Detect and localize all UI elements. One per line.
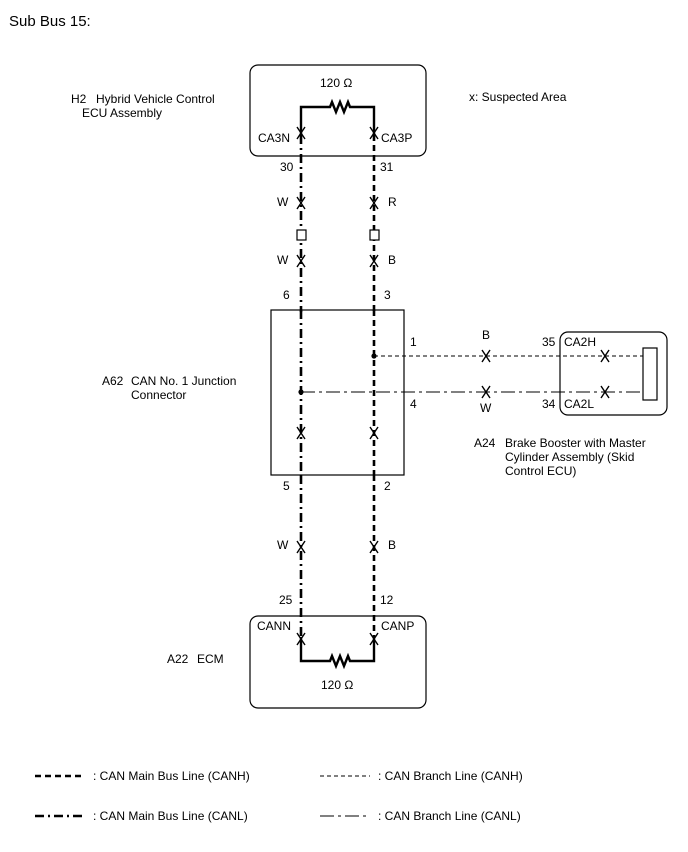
wire-color-label: B	[388, 253, 396, 267]
a24-name-line2: Cylinder Assembly (Skid	[505, 450, 634, 464]
pin-a62-3: 3	[384, 288, 391, 302]
pin-h2-30: 30	[280, 160, 294, 174]
legend-main-canl-label: : CAN Main Bus Line (CANL)	[93, 809, 248, 823]
a24-name-line1: Brake Booster with Master	[505, 436, 646, 450]
a22-code: A22	[167, 652, 189, 666]
pin-a62-6: 6	[283, 288, 290, 302]
a22-ecm-box	[249, 615, 427, 709]
a24-name-line3: Control ECU)	[505, 464, 576, 478]
h2-resistor-label: 120 Ω	[320, 76, 352, 90]
h2-code: H2	[71, 92, 87, 106]
suspected-area-note: x: Suspected Area	[469, 90, 567, 104]
legend: : CAN Main Bus Line (CANH) : CAN Main Bu…	[35, 769, 523, 823]
a22-resistor-label: 120 Ω	[321, 678, 353, 692]
a24-terminal-block	[642, 347, 658, 401]
pin-a62-2: 2	[384, 479, 391, 493]
wire-color-label: R	[388, 195, 397, 209]
a22-connector-canp: CANP	[381, 619, 414, 633]
pin-a22-25: 25	[279, 593, 293, 607]
pin-a62-1: 1	[410, 335, 417, 349]
h2-ecu-box	[249, 64, 427, 157]
h2-connector-ca3p: CA3P	[381, 131, 412, 145]
a22-connector-cann: CANN	[257, 619, 291, 633]
h2-name-line2: ECU Assembly	[82, 106, 162, 120]
pin-a62-4: 4	[410, 397, 417, 411]
legend-main-canh-label: : CAN Main Bus Line (CANH)	[93, 769, 250, 783]
pin-a24-35: 35	[542, 335, 556, 349]
suspect-x-mark	[369, 426, 379, 440]
a24-skid-ecu-box	[559, 331, 668, 416]
wire-color-label: W	[480, 401, 492, 415]
pin-a22-12: 12	[380, 593, 394, 607]
h2-name-line1: Hybrid Vehicle Control	[96, 92, 215, 106]
a62-name-line2: Connector	[131, 388, 186, 402]
h2-resistor	[299, 98, 376, 135]
wire-color-label: B	[388, 538, 396, 552]
a24-connector-ca2h: CA2H	[564, 335, 596, 349]
wire-color-label: W	[277, 253, 289, 267]
a24-code: A24	[474, 436, 496, 450]
a22-name: ECM	[197, 652, 224, 666]
wire-color-label: W	[277, 195, 289, 209]
legend-branch-canl-label: : CAN Branch Line (CANL)	[378, 809, 521, 823]
junction-connector-right	[369, 229, 380, 241]
h2-connector-ca3n: CA3N	[258, 131, 290, 145]
a24-connector-ca2l: CA2L	[564, 397, 594, 411]
pin-h2-31: 31	[380, 160, 394, 174]
a62-code: A62	[102, 374, 124, 388]
suspect-x-mark	[369, 540, 379, 554]
legend-branch-canh-label: : CAN Branch Line (CANH)	[378, 769, 523, 783]
a22-resistor	[299, 637, 376, 670]
wire-color-label: W	[277, 538, 289, 552]
pin-a24-34: 34	[542, 397, 556, 411]
wire-color-label: B	[482, 328, 490, 342]
page-title: Sub Bus 15:	[9, 13, 91, 30]
pin-a62-5: 5	[283, 479, 290, 493]
junction-connector-left	[296, 229, 307, 241]
a62-name-line1: CAN No. 1 Junction	[131, 374, 236, 388]
